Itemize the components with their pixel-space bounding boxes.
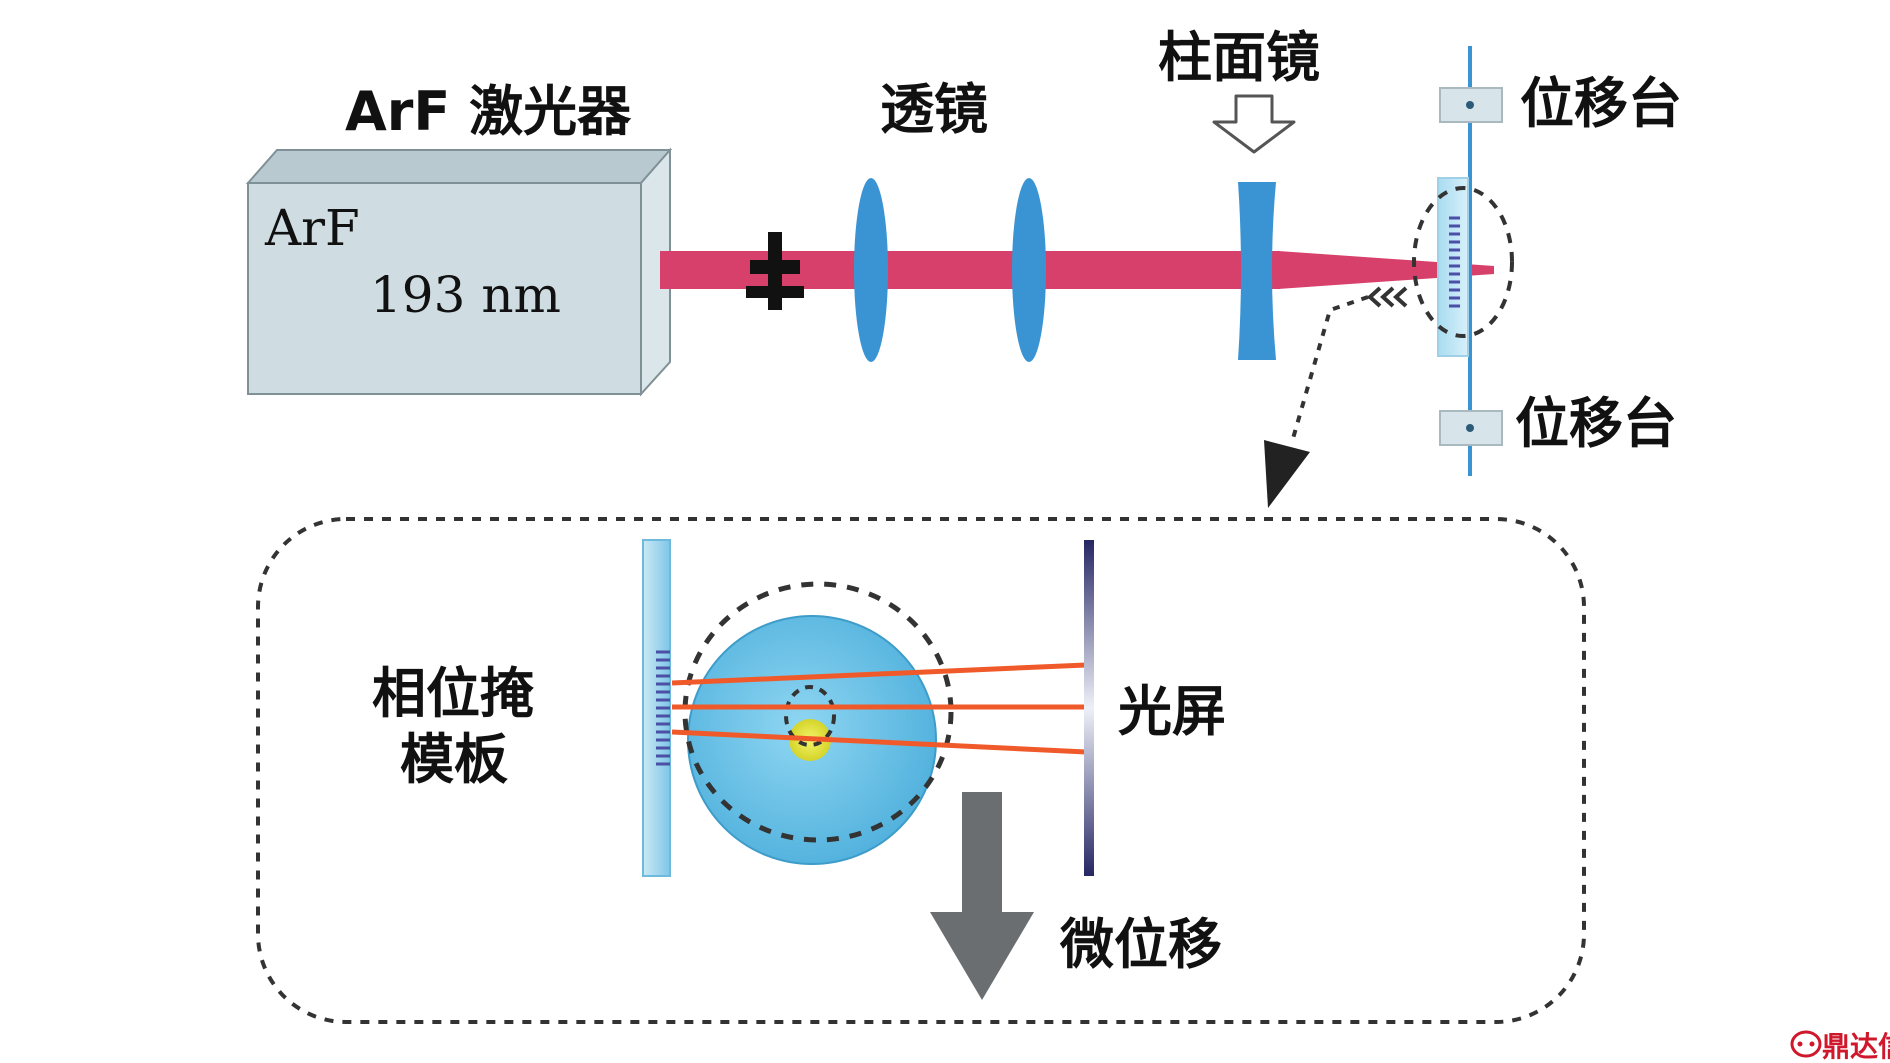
ray-upper: [671, 662, 1087, 686]
stage-bottom-label: 位移台: [1515, 392, 1677, 455]
micro-shift-label: 微位移: [1059, 913, 1222, 976]
core-outline-dashed: [784, 685, 836, 747]
big-down-arrow-icon: [930, 792, 1034, 1000]
arf-laser: ArF 193 nm: [245, 147, 673, 397]
beam-focus-cone: [1278, 251, 1494, 289]
laser-beam: [660, 251, 1494, 289]
cyl-lens-label: 柱面镜: [1158, 26, 1320, 89]
diffraction-rays: [671, 662, 1087, 755]
phase-mask-label-1: 相位掩: [372, 662, 534, 725]
phase-mask-grating: [656, 650, 670, 766]
watermark-text: 鼎达信: [1822, 1030, 1890, 1063]
sample-grating: [1449, 216, 1460, 308]
screen-label: 光屏: [1118, 680, 1226, 743]
lens-1: [854, 178, 888, 362]
laser-title: ArF 激光器: [345, 80, 632, 143]
light-screen: [1084, 540, 1094, 876]
dotted-arrow-icon: [1264, 295, 1369, 508]
lens-label: 透镜: [880, 78, 988, 141]
detail-panel-border: [256, 517, 1586, 1024]
speech-bubble-logo-icon: [1790, 1030, 1822, 1058]
lens-2: [1012, 178, 1046, 362]
cross-icon: [746, 232, 804, 310]
phase-mask-label-2: 模板: [400, 728, 508, 791]
detail-marker-circle: [1412, 186, 1514, 338]
laser-box-top: [245, 149, 673, 184]
fiber-outline-dashed: [682, 581, 954, 843]
stage-top-label: 位移台: [1520, 72, 1682, 135]
laser-box-front: [247, 182, 642, 395]
ray-lower: [671, 729, 1087, 755]
laser-name: ArF: [264, 199, 360, 257]
laser-wavelength: 193 nm: [370, 266, 561, 324]
bottom-stage-block: [1439, 410, 1503, 446]
hollow-down-arrow-icon: [1212, 94, 1296, 154]
cylindrical-lens: [1238, 182, 1276, 360]
double-chevron-left-icon: [1367, 286, 1408, 308]
watermark: 鼎达信: [1790, 1030, 1890, 1063]
top-stage-block: [1439, 87, 1503, 123]
